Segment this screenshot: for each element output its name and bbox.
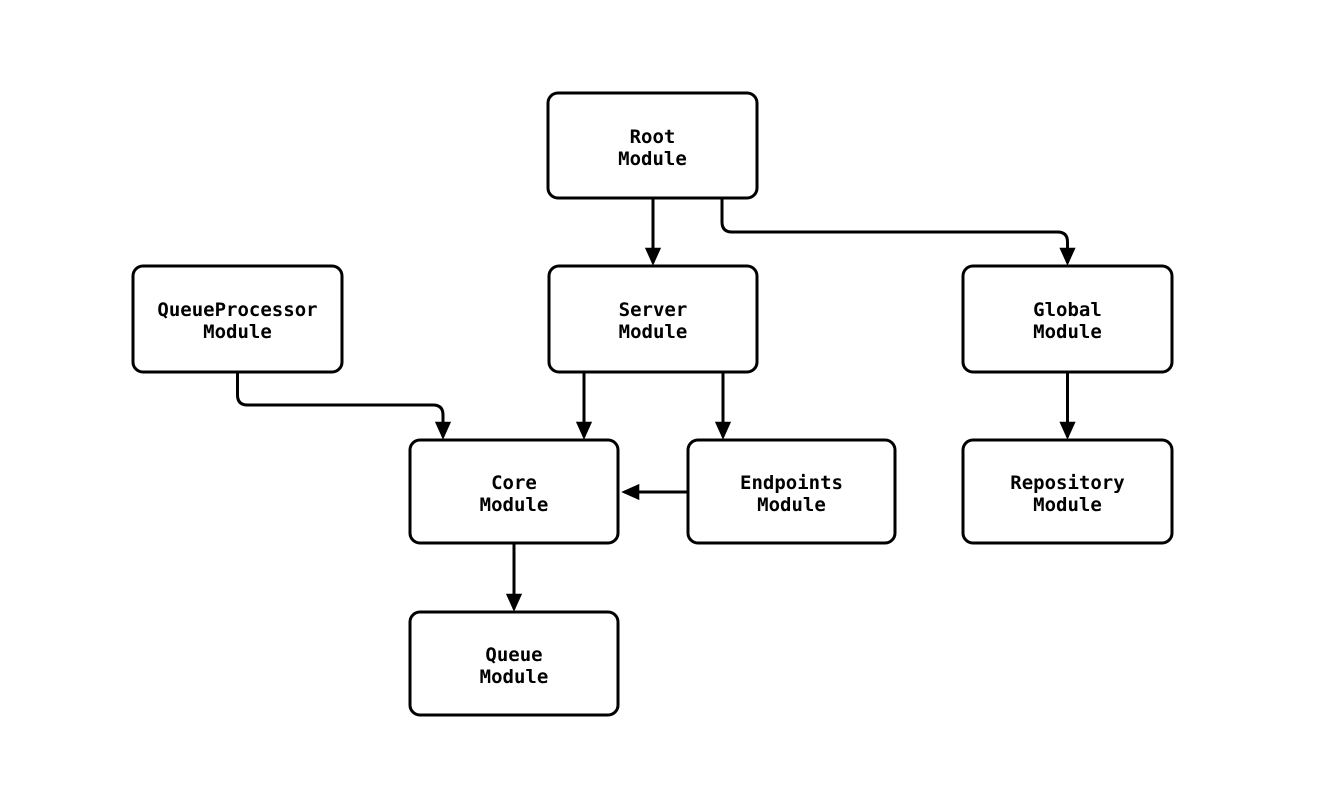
- node-label-line: Core: [491, 472, 537, 494]
- node-server-module: Server Module: [547, 264, 759, 374]
- diagram-edges: [236, 198, 1076, 612]
- node-queueprocessor-module: QueueProcessor Module: [131, 264, 344, 374]
- node-box: [408, 438, 620, 545]
- node-label-line: Root: [630, 126, 676, 148]
- node-root-module: Root Module: [546, 91, 759, 200]
- node-label-line: Server: [619, 299, 688, 321]
- node-label-line: Module: [480, 494, 549, 516]
- node-box: [546, 91, 759, 200]
- node-endpoints-module: Endpoints Module: [686, 438, 897, 545]
- node-box: [547, 264, 759, 374]
- node-box: [961, 438, 1174, 545]
- node-label-line: Repository: [1010, 472, 1124, 494]
- node-label-line: Module: [1033, 321, 1102, 343]
- node-box: [131, 264, 344, 374]
- node-label-line: Module: [480, 666, 549, 688]
- node-label-line: Queue: [485, 644, 542, 666]
- node-label-line: Endpoints: [740, 472, 843, 494]
- node-label-line: Module: [203, 321, 272, 343]
- node-box: [961, 264, 1174, 374]
- node-label-line: Module: [619, 321, 688, 343]
- node-queue-module: Queue Module: [408, 610, 620, 717]
- edge-root-to-global: [720, 198, 1076, 266]
- node-label-line: Module: [757, 494, 826, 516]
- node-label-line: Module: [618, 148, 687, 170]
- node-box: [408, 610, 620, 717]
- node-repository-module: Repository Module: [961, 438, 1174, 545]
- node-global-module: Global Module: [961, 264, 1174, 374]
- edge-queueprocessor-to-core: [236, 372, 452, 440]
- node-core-module: Core Module: [408, 438, 620, 545]
- node-label-line: Module: [1033, 494, 1102, 516]
- node-box: [686, 438, 897, 545]
- node-label-line: Global: [1033, 299, 1102, 321]
- node-label-line: QueueProcessor: [157, 299, 317, 321]
